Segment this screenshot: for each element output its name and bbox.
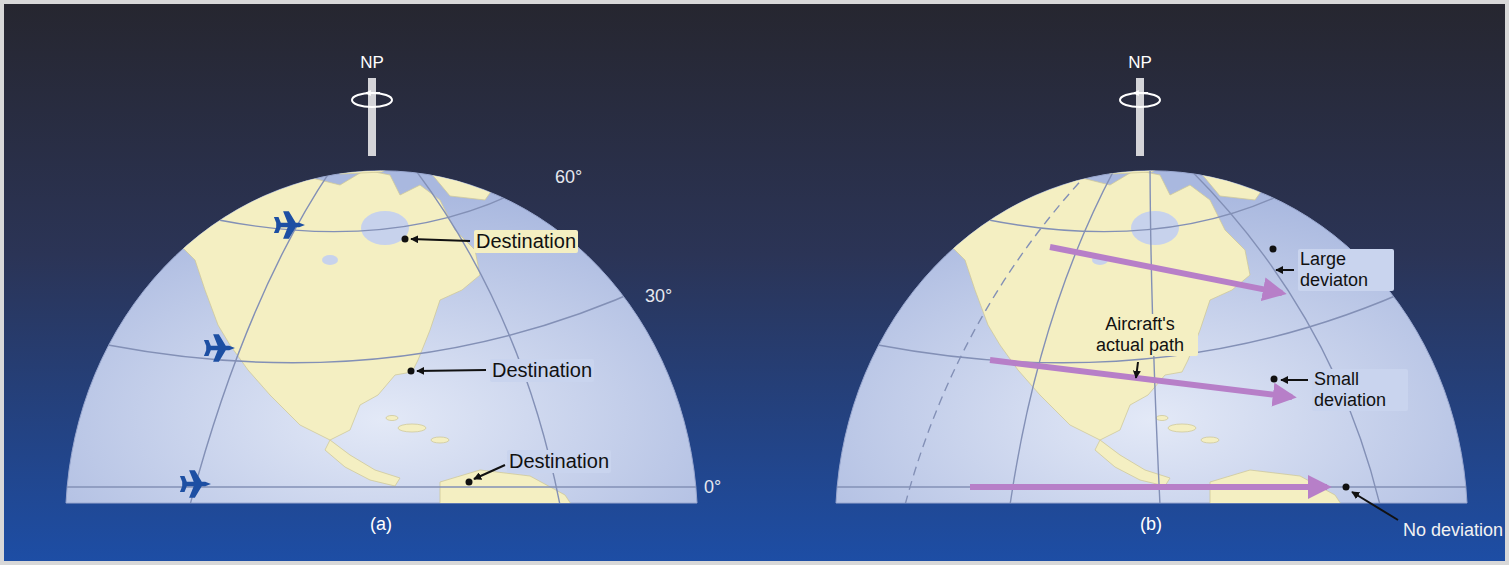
latitude-label: 60°	[553, 167, 584, 188]
north-pole-axis	[1120, 78, 1160, 156]
destination-label: Destination	[507, 450, 611, 473]
globe-a	[66, 78, 697, 510]
latitude-label: 0°	[702, 477, 723, 498]
north-pole-axis	[352, 78, 392, 156]
destination-label: Destination	[490, 359, 594, 382]
flight-path-arrows	[970, 247, 1327, 487]
deviation-label: Large deviaton	[1298, 249, 1394, 290]
globe-b	[836, 78, 1467, 520]
airplanes	[180, 211, 305, 498]
latitude-label: 30°	[643, 286, 674, 307]
panel-label: (a)	[368, 514, 394, 535]
destination-dots	[402, 236, 473, 486]
destination-label: Destination	[474, 230, 578, 253]
path-label: Aircraft's actual path	[1082, 314, 1198, 355]
pole-label: NP	[1126, 53, 1154, 73]
deviation-label: Small deviation	[1312, 369, 1408, 410]
deviation-label: No deviation	[1401, 520, 1505, 541]
pole-label: NP	[358, 53, 386, 73]
panel-label: (b)	[1138, 514, 1164, 535]
